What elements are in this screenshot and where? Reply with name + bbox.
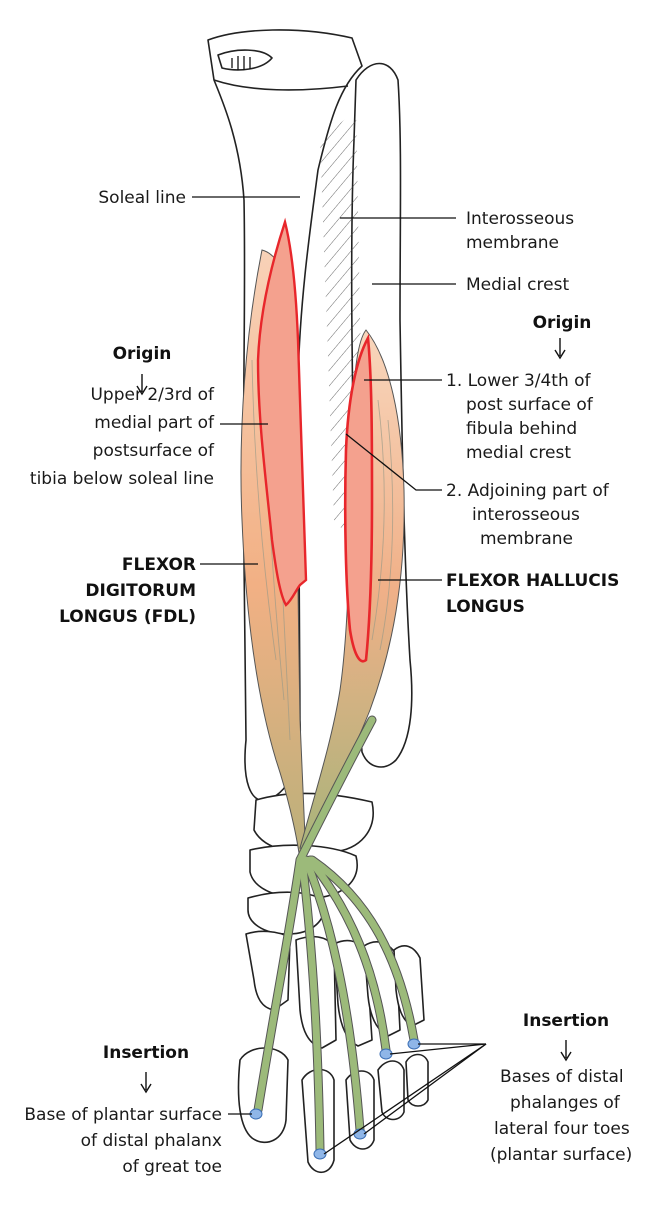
fdl-name-2: DIGITORUM (85, 581, 196, 601)
fhl-name-1: FLEXOR HALLUCIS (446, 571, 619, 591)
fdl-insertion-text-1: Bases of distal (500, 1067, 624, 1087)
fdl-origin-text-1: Upper 2/3rd of (90, 385, 215, 405)
fhl-origin-text-2: post surface of (466, 395, 594, 415)
fhl-origin-text-7: membrane (480, 529, 573, 549)
fhl-insertion-text-2: of distal phalanx (81, 1131, 222, 1151)
interosseous-membrane-label: Interosseous (466, 209, 574, 229)
fdl-origin-text-3: postsurface of (93, 441, 215, 461)
fhl-insertion-heading: Insertion (103, 1043, 189, 1063)
fhl-insertion-text-1: Base of plantar surface (24, 1105, 222, 1125)
fhl-origin-text-3: fibula behind (466, 419, 577, 439)
fdl-name-3: LONGUS (FDL) (59, 607, 196, 627)
fdl-insertion-text-3: lateral four toes (494, 1119, 630, 1139)
medial-crest-label: Medial crest (466, 275, 569, 295)
soleal-line-label: Soleal line (98, 188, 186, 208)
fhl-origin-text-5: 2. Adjoining part of (446, 481, 610, 501)
fdl-origin-text-2: medial part of (94, 413, 215, 433)
interosseous-membrane-label-2: membrane (466, 233, 559, 253)
fhl-origin-text-4: medial crest (466, 443, 571, 463)
fdl-insertion-text-4: (plantar surface) (490, 1145, 632, 1165)
fdl-origin-text-4: tibia below soleal line (30, 469, 214, 489)
fdl-insertion-text-2: phalanges of (510, 1093, 621, 1113)
fhl-name-2: LONGUS (446, 597, 525, 617)
fhl-origin-text-1: 1. Lower 3/4th of (446, 371, 592, 391)
fdl-insertion-heading: Insertion (523, 1011, 609, 1031)
fhl-origin-text-6: interosseous (472, 505, 580, 525)
fhl-insertion-text-3: of great toe (122, 1157, 222, 1177)
fhl-origin-heading: Origin (533, 313, 592, 333)
fdl-origin-heading: Origin (113, 344, 172, 364)
fdl-name-1: FLEXOR (122, 555, 196, 575)
